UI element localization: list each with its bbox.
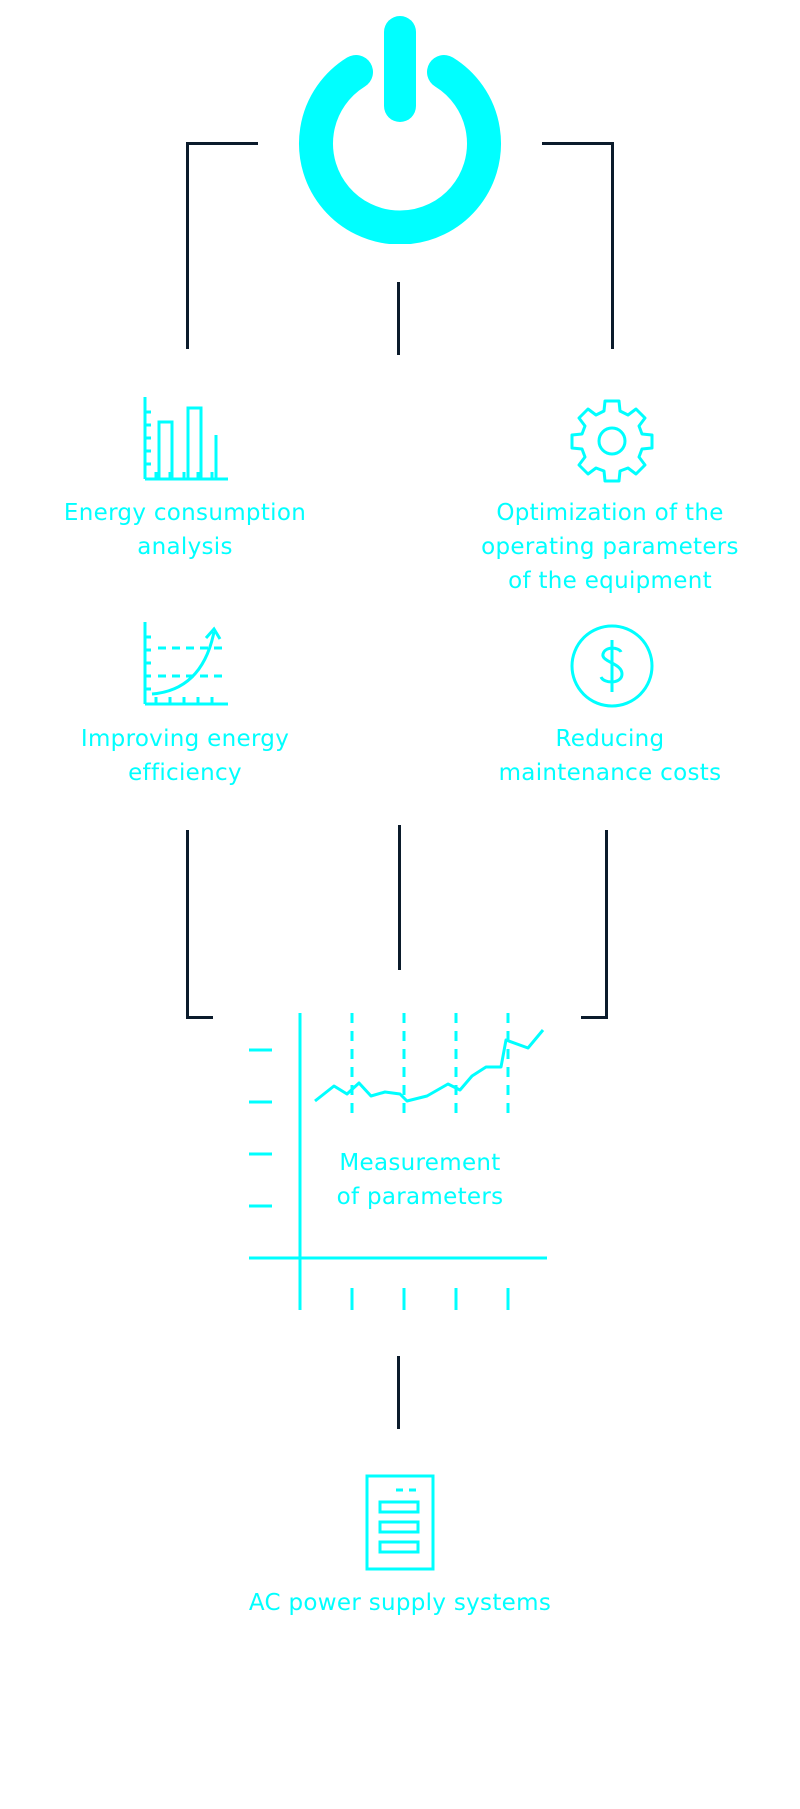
bottom-center-connector bbox=[398, 825, 401, 970]
gear-icon bbox=[570, 399, 654, 483]
growth-curve-icon bbox=[143, 622, 228, 706]
optimization-line-1: Optimization of the bbox=[496, 500, 724, 526]
top-right-bracket-v bbox=[611, 142, 614, 349]
bottom-left-bracket-h bbox=[186, 1016, 213, 1019]
maintenance-line-1: Reducing bbox=[555, 726, 665, 752]
bottom-right-bracket-v bbox=[605, 830, 608, 1019]
efficiency-line-2: efficiency bbox=[128, 760, 242, 786]
bar-chart-icon bbox=[143, 397, 228, 481]
ac-power-label: AC power supply systems bbox=[200, 1586, 600, 1620]
efficiency-label: Improving energy efficiency bbox=[40, 722, 330, 790]
optimization-label: Optimization of the operating parameters… bbox=[465, 496, 755, 598]
line-chart-icon bbox=[249, 1013, 547, 1310]
dollar-icon bbox=[570, 624, 654, 708]
optimization-line-3: of the equipment bbox=[508, 568, 712, 594]
energy-analysis-line-1: Energy consumption bbox=[63, 500, 307, 526]
bottom-left-bracket-v bbox=[186, 830, 189, 1019]
maintenance-label: Reducing maintenance costs bbox=[465, 722, 755, 790]
ac-power-connector bbox=[397, 1356, 400, 1429]
measurement-line-1: Measurement bbox=[339, 1150, 501, 1176]
top-center-connector bbox=[397, 282, 400, 355]
energy-analysis-label: Energy consumption analysis bbox=[40, 496, 330, 564]
bottom-right-bracket-h bbox=[581, 1016, 608, 1019]
maintenance-line-2: maintenance costs bbox=[498, 760, 722, 786]
power-icon bbox=[299, 16, 501, 244]
ac-power-line-1: AC power supply systems bbox=[248, 1590, 552, 1616]
energy-analysis-line-2: analysis bbox=[137, 534, 233, 560]
measurement-label: Measurement of parameters bbox=[300, 1146, 540, 1214]
top-left-bracket-v bbox=[186, 142, 189, 349]
top-left-bracket-h bbox=[186, 142, 258, 145]
server-rack-icon bbox=[365, 1474, 435, 1571]
measurement-line-2: of parameters bbox=[336, 1184, 504, 1210]
optimization-line-2: operating parameters bbox=[481, 534, 739, 560]
efficiency-line-1: Improving energy bbox=[80, 726, 290, 752]
top-right-bracket-h bbox=[542, 142, 614, 145]
